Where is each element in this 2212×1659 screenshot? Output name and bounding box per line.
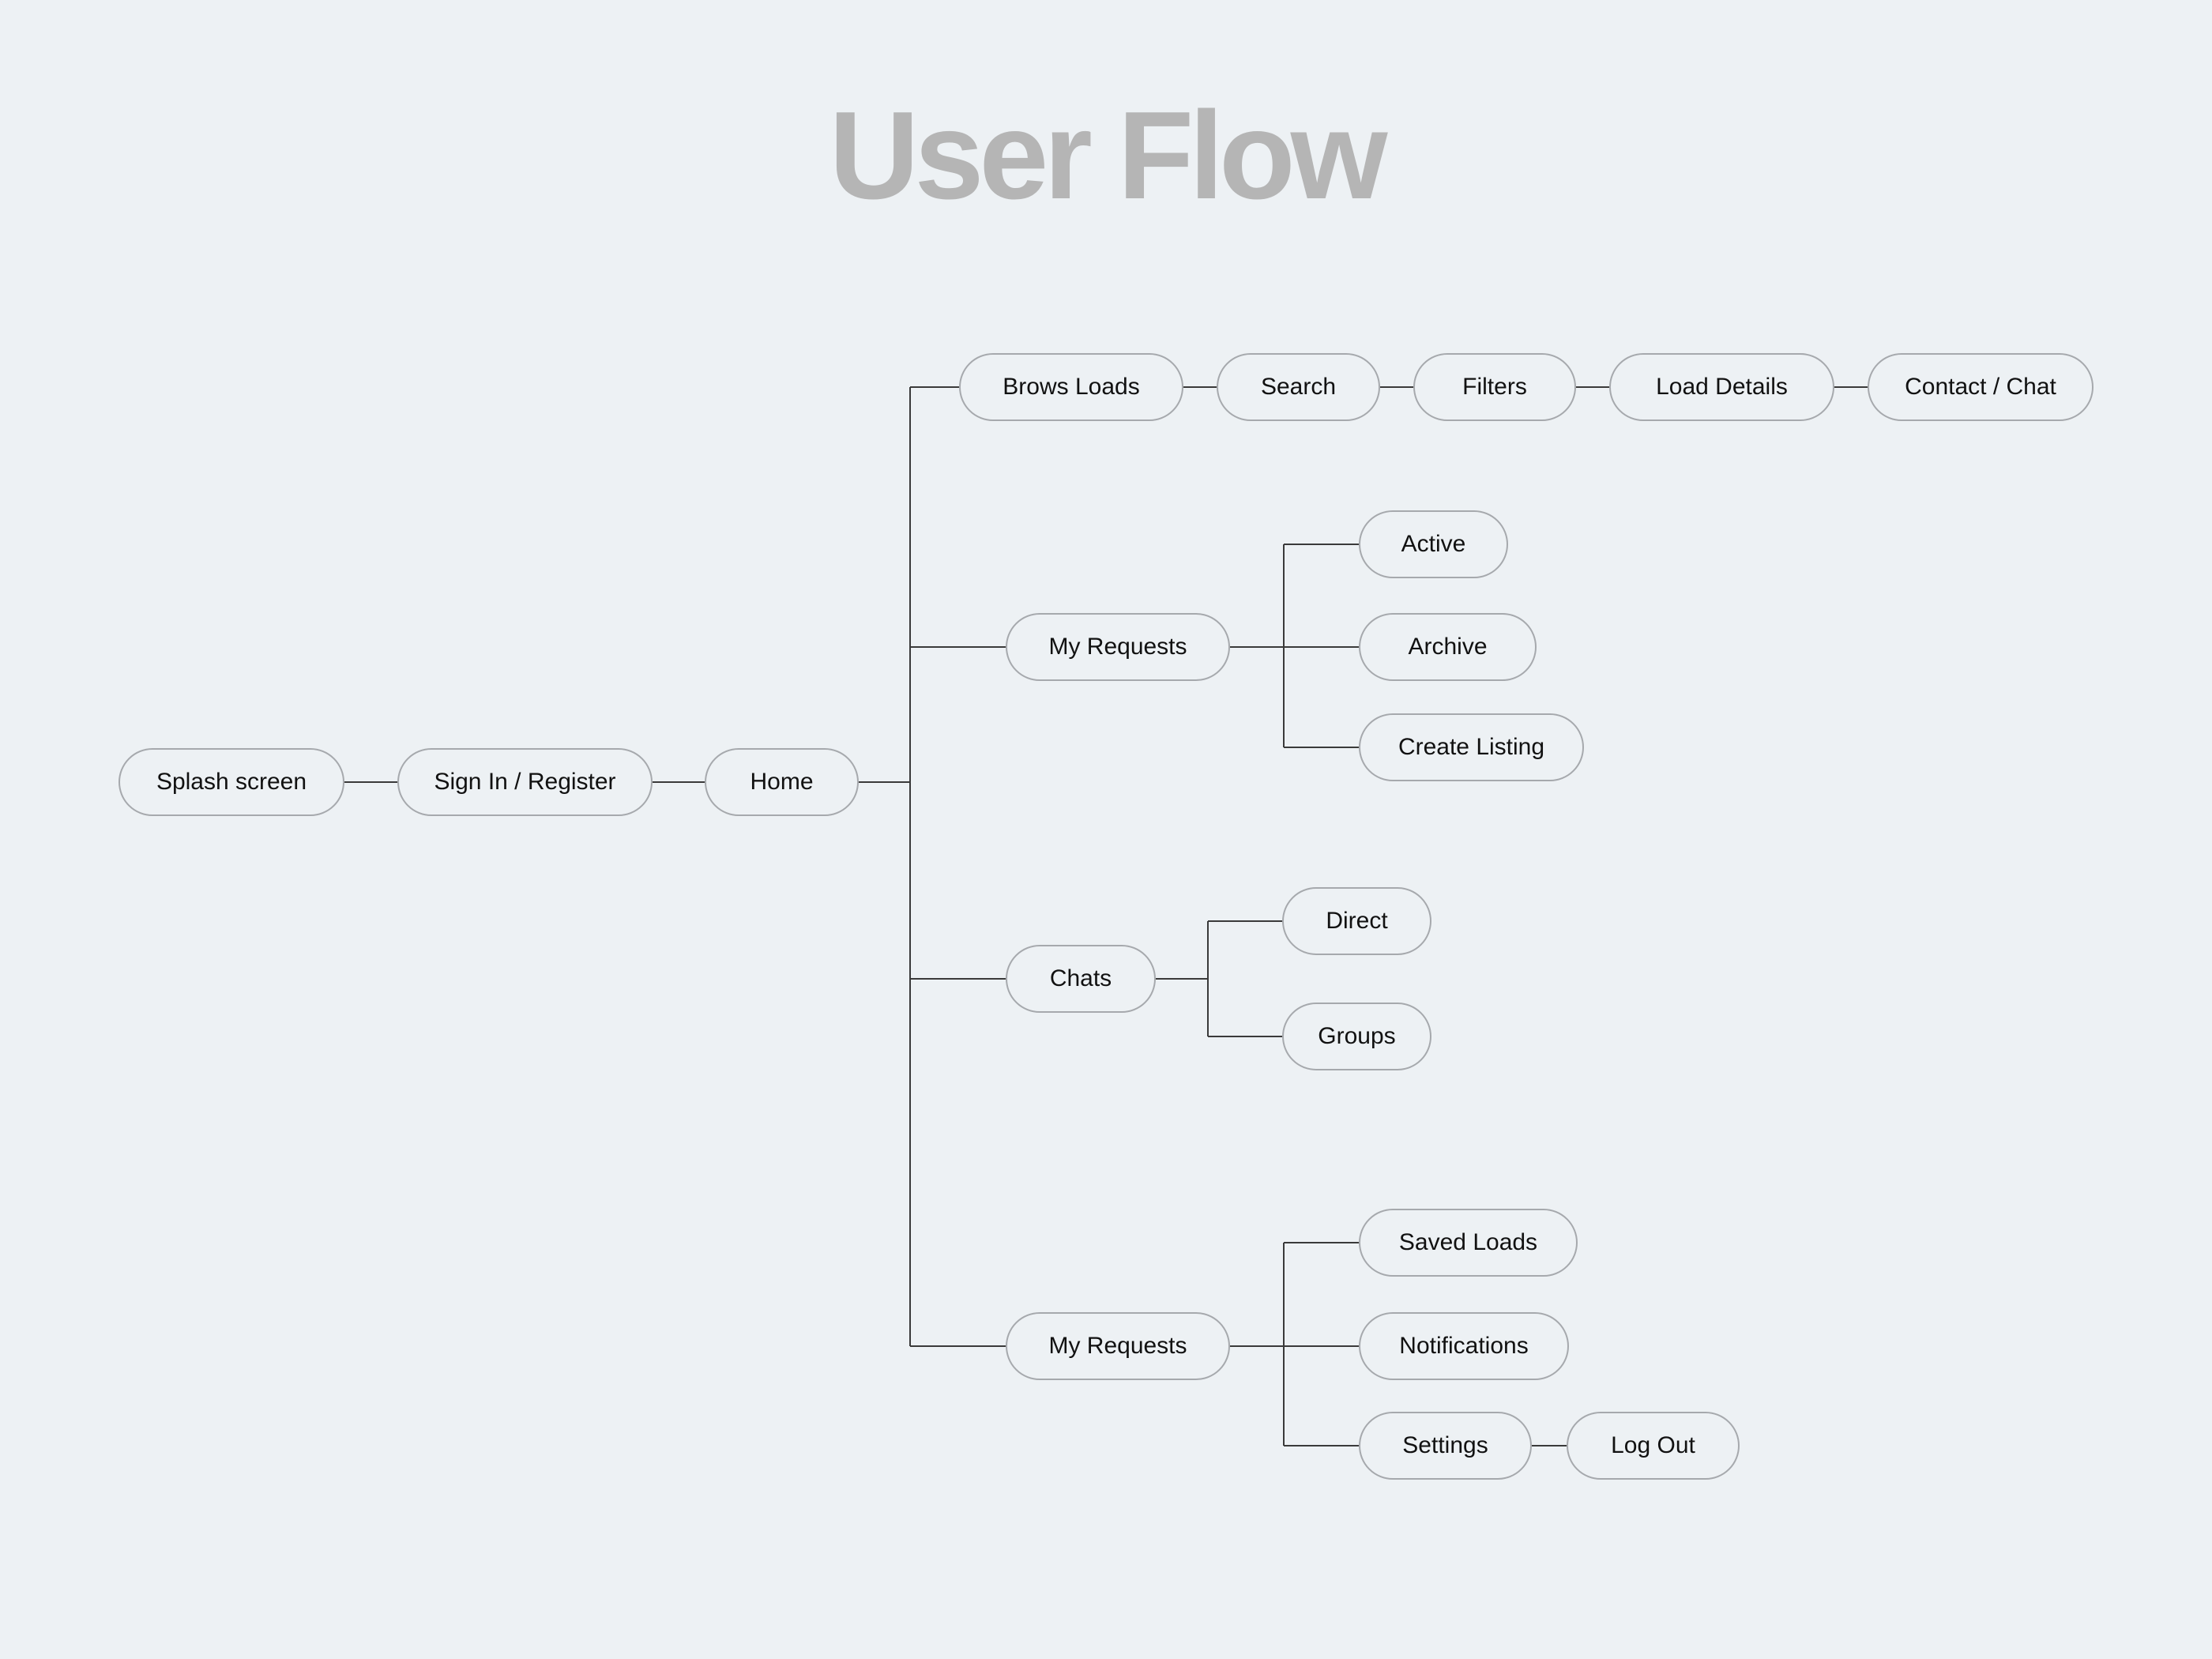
node-search[interactable]: Search	[1217, 353, 1380, 421]
node-filters[interactable]: Filters	[1413, 353, 1576, 421]
node-notifications[interactable]: Notifications	[1359, 1312, 1569, 1380]
node-settings[interactable]: Settings	[1359, 1412, 1532, 1480]
node-active[interactable]: Active	[1359, 510, 1508, 578]
node-splash-screen[interactable]: Splash screen	[118, 748, 344, 816]
node-log-out[interactable]: Log Out	[1567, 1412, 1740, 1480]
node-create-listing[interactable]: Create Listing	[1359, 713, 1584, 781]
node-archive[interactable]: Archive	[1359, 613, 1537, 681]
node-sign-in-register[interactable]: Sign In / Register	[397, 748, 653, 816]
node-home[interactable]: Home	[705, 748, 859, 816]
node-contact-chat[interactable]: Contact / Chat	[1868, 353, 2094, 421]
node-direct[interactable]: Direct	[1282, 887, 1431, 955]
node-my-requests[interactable]: My Requests	[1006, 613, 1230, 681]
node-load-details[interactable]: Load Details	[1609, 353, 1834, 421]
node-saved-loads[interactable]: Saved Loads	[1359, 1209, 1578, 1277]
node-brows-loads[interactable]: Brows Loads	[959, 353, 1183, 421]
node-my-requests-2[interactable]: My Requests	[1006, 1312, 1230, 1380]
node-chats[interactable]: Chats	[1006, 945, 1156, 1013]
page-title: User Flow	[829, 86, 1387, 225]
node-groups[interactable]: Groups	[1282, 1003, 1431, 1070]
